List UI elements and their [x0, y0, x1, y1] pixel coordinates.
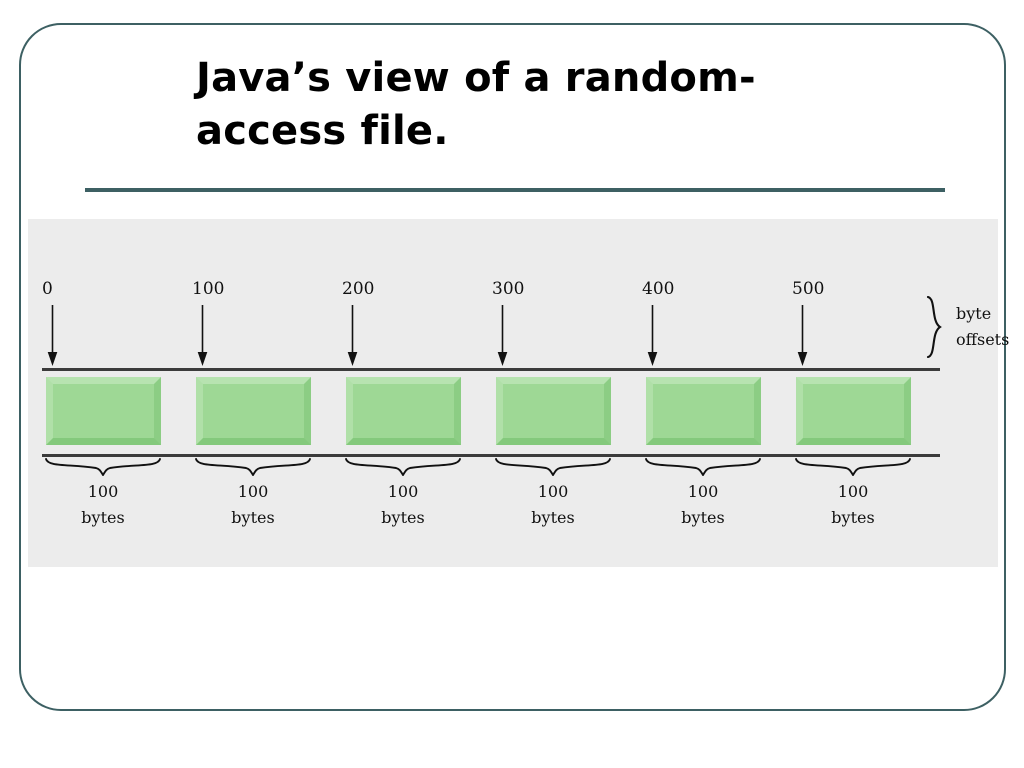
record-size-label: 100 bytes: [44, 479, 162, 531]
down-arrow-icon: [47, 305, 58, 367]
file-record-block-face: [803, 384, 904, 438]
file-record-block: [796, 377, 911, 445]
byte-offset-label: 200: [342, 279, 375, 299]
file-record-block: [496, 377, 611, 445]
page-title: Java’s view of a random- access file.: [196, 55, 756, 154]
record-size-unit: bytes: [381, 507, 425, 527]
record-size-brace-icon: [194, 458, 312, 477]
record-size-brace-icon: [44, 458, 162, 477]
record-size-value: 100: [687, 482, 719, 501]
byte-offset-label: 500: [792, 279, 825, 299]
byte-offset-label: 300: [492, 279, 525, 299]
byte-offsets-brace-icon: [924, 295, 950, 359]
record-size-brace-icon: [344, 458, 462, 477]
byte-offsets-caption: byte offsets: [956, 301, 1024, 353]
byte-offset-marker: 100: [192, 281, 311, 366]
down-arrow-icon: [197, 305, 208, 367]
record-size-value: 100: [87, 482, 119, 501]
record-size-value: 100: [237, 482, 269, 501]
record-size-unit: bytes: [231, 507, 275, 527]
record-size-value: 100: [387, 482, 419, 501]
file-record-block-face: [203, 384, 304, 438]
byte-offset-label: 400: [642, 279, 675, 299]
record-size-unit: bytes: [81, 507, 125, 527]
byte-offset-marker: 400: [642, 281, 761, 366]
file-record-block-face: [503, 384, 604, 438]
record-size-unit: bytes: [831, 507, 875, 527]
byte-offset-marker: 0: [42, 281, 161, 366]
down-arrow-icon: [797, 305, 808, 367]
byte-offset-label: 100: [192, 279, 225, 299]
file-bottom-rule: [42, 454, 940, 457]
record-size-value: 100: [537, 482, 569, 501]
file-record-block-face: [653, 384, 754, 438]
record-size-label: 100 bytes: [644, 479, 762, 531]
record-size-label: 100 bytes: [344, 479, 462, 531]
file-record-block: [346, 377, 461, 445]
record-size-brace-icon: [494, 458, 612, 477]
slide-border-frame: [19, 23, 1006, 711]
record-size-unit: bytes: [531, 507, 575, 527]
byte-offset-label: 0: [42, 279, 53, 299]
down-arrow-icon: [347, 305, 358, 367]
record-size-unit: bytes: [681, 507, 725, 527]
file-record-block: [46, 377, 161, 445]
byte-offsets-caption-line2: offsets: [956, 329, 1010, 349]
down-arrow-icon: [497, 305, 508, 367]
byte-offset-marker: 200: [342, 281, 461, 366]
record-size-label: 100 bytes: [794, 479, 912, 531]
record-size-value: 100: [837, 482, 869, 501]
file-record-block-face: [53, 384, 154, 438]
byte-offset-marker: 300: [492, 281, 611, 366]
record-size-brace-icon: [794, 458, 912, 477]
byte-offsets-caption-line1: byte: [956, 304, 992, 323]
record-size-brace-icon: [644, 458, 762, 477]
file-record-block-face: [353, 384, 454, 438]
record-size-label: 100 bytes: [494, 479, 612, 531]
file-record-block: [646, 377, 761, 445]
title-divider-rule: [85, 188, 945, 192]
record-size-label: 100 bytes: [194, 479, 312, 531]
down-arrow-icon: [647, 305, 658, 367]
file-top-rule: [42, 368, 940, 371]
byte-offset-marker: 500: [792, 281, 911, 366]
file-record-block: [196, 377, 311, 445]
